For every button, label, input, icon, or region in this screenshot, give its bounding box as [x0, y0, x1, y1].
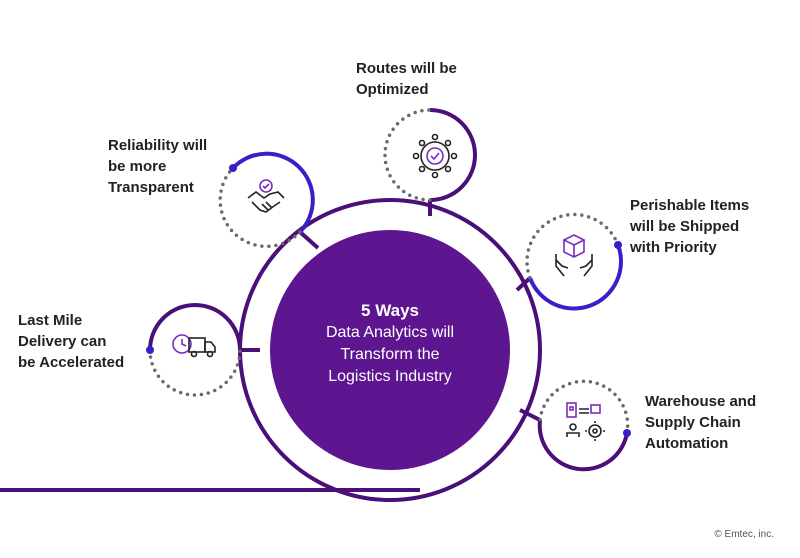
warehouse-automation-icon — [566, 402, 605, 441]
handshake-check-icon — [247, 179, 285, 213]
node-warehouse — [537, 379, 631, 472]
node-last-mile — [146, 303, 242, 397]
center-circle — [270, 230, 510, 470]
connector-perishable — [515, 276, 532, 292]
node-perishable — [525, 212, 623, 311]
node-endpoint — [623, 429, 631, 437]
node-endpoint — [146, 346, 154, 354]
node-routes — [383, 108, 477, 202]
node-endpoint — [614, 241, 622, 249]
node-arc — [537, 419, 629, 472]
connector-warehouse — [519, 408, 541, 422]
node-arc — [528, 244, 623, 311]
node-dots — [148, 348, 242, 397]
center-heading: 5 Ways Data Analytics will Transform the… — [290, 300, 490, 388]
node-dots — [538, 379, 630, 435]
center-line: Logistics Industry — [328, 368, 452, 385]
node-arc — [231, 151, 315, 234]
node-arc — [429, 108, 477, 202]
center-line: Data Analytics will — [325, 324, 455, 341]
node-arc — [148, 303, 242, 351]
connector-reliability — [298, 230, 320, 250]
hands-box-icon — [555, 234, 593, 277]
center-line: Transform the — [340, 346, 440, 363]
node-endpoint — [229, 164, 237, 172]
node-dots — [525, 212, 620, 280]
center-title: 5 Ways — [361, 301, 419, 320]
copyright: © Emtec, inc. — [714, 529, 774, 540]
truck-clock-icon — [172, 334, 216, 358]
node-reliability — [218, 151, 315, 249]
node-dots — [218, 166, 302, 249]
node-dots — [383, 108, 432, 202]
route-network-icon — [412, 133, 458, 179]
